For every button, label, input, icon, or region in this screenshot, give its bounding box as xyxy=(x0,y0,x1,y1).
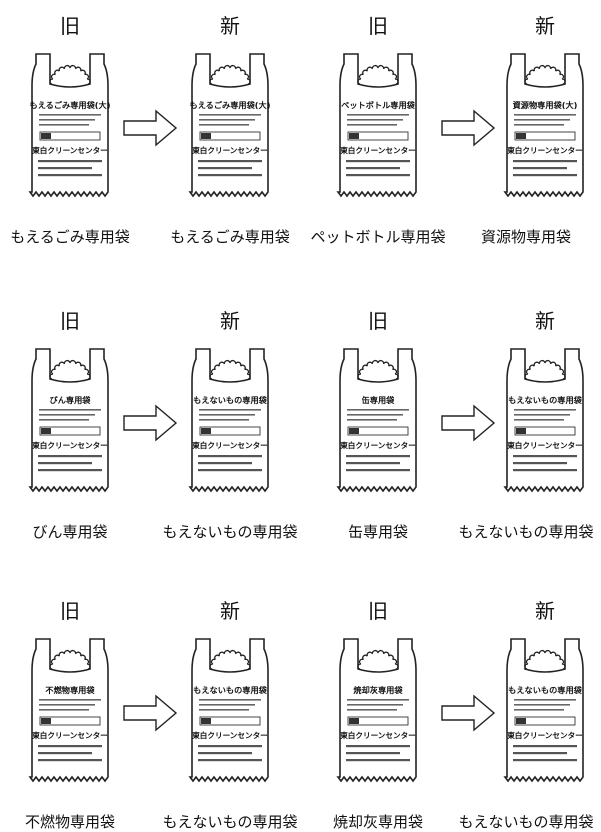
bag-center-name: 東白クリーンセンター xyxy=(192,145,268,155)
bag-title: もえないもの専用袋 xyxy=(193,395,268,405)
bag-center-name: 東白クリーンセンター xyxy=(507,145,583,155)
bag-title: もえるごみ専用袋(大) xyxy=(190,100,271,110)
new-bag-illustration: 資源物専用袋(大) 東白クリーンセンター xyxy=(503,53,584,198)
old-header: 旧 xyxy=(368,599,388,623)
bag-center-name: 東白クリーンセンター xyxy=(32,440,108,450)
bag-handle-cutout xyxy=(49,649,91,670)
new-bag-caption: もえないもの専用袋 xyxy=(162,523,298,541)
right-arrow-icon xyxy=(123,694,178,732)
old-header: 旧 xyxy=(60,309,80,333)
right-arrow-icon xyxy=(441,404,496,442)
bag-handle-cutout xyxy=(49,359,91,380)
bag-center-name: 東白クリーンセンター xyxy=(340,145,416,155)
bag-title: 缶専用袋 xyxy=(362,395,396,405)
new-bag-caption: もえないもの専用袋 xyxy=(162,813,298,831)
bag-center-name: 東白クリーンセンター xyxy=(507,440,583,450)
bag-center-name: 東白クリーンセンター xyxy=(507,730,583,740)
bag-title: もえるごみ専用袋(大) xyxy=(30,100,111,110)
bag-title: もえないもの専用袋 xyxy=(508,395,583,405)
bag-center-name: 東白クリーンセンター xyxy=(340,730,416,740)
old-bag-caption: 焼却灰専用袋 xyxy=(332,813,423,831)
bag-center-name: 東白クリーンセンター xyxy=(192,440,268,450)
new-bag-caption: もえないもの専用袋 xyxy=(458,523,594,541)
old-header: 旧 xyxy=(60,599,80,623)
new-bag-caption: もえないもの専用袋 xyxy=(458,813,594,831)
bag-title: 焼却灰専用袋 xyxy=(352,685,403,695)
bag-handle-cutout xyxy=(357,359,399,380)
bag-handle-cutout xyxy=(209,649,251,670)
new-header: 新 xyxy=(535,309,555,333)
old-bag-caption: もえるごみ専用袋 xyxy=(10,228,130,246)
new-header: 新 xyxy=(220,14,240,38)
right-arrow-icon xyxy=(123,109,178,147)
bag-handle-cutout xyxy=(209,64,251,85)
right-arrow-icon xyxy=(441,109,496,147)
bag-title: 不燃物専用袋 xyxy=(45,685,95,695)
right-arrow-icon xyxy=(123,404,178,442)
bag-center-name: 東白クリーンセンター xyxy=(32,145,108,155)
new-header: 新 xyxy=(220,309,240,333)
new-bag-caption: もえるごみ専用袋 xyxy=(170,228,290,246)
bag-handle-cutout xyxy=(357,64,399,85)
bag-title: 資源物専用袋(大) xyxy=(512,100,578,110)
old-bag-caption: ペットボトル専用袋 xyxy=(310,228,446,246)
right-arrow-icon xyxy=(441,694,496,732)
bag-handle-cutout xyxy=(524,649,566,670)
bag-handle-cutout xyxy=(524,64,566,85)
old-header: 旧 xyxy=(60,14,80,38)
bag-handle-cutout xyxy=(524,359,566,380)
new-bag-illustration: もえるごみ専用袋(大) 東白クリーンセンター xyxy=(188,53,271,198)
old-header: 旧 xyxy=(368,14,388,38)
new-header: 新 xyxy=(535,14,555,38)
bag-handle-cutout xyxy=(49,64,91,85)
bag-title: ペットボトル専用袋 xyxy=(341,100,416,110)
old-header: 旧 xyxy=(368,309,388,333)
bag-handle-cutout xyxy=(209,359,251,380)
bag-handle-cutout xyxy=(357,649,399,670)
new-header: 新 xyxy=(220,599,240,623)
bag-title: もえないもの専用袋 xyxy=(193,685,268,695)
bag-title: もえないもの専用袋 xyxy=(508,685,583,695)
bag-center-name: 東白クリーンセンター xyxy=(192,730,268,740)
old-bag-caption: 不燃物専用袋 xyxy=(24,813,115,831)
bag-center-name: 東白クリーンセンター xyxy=(32,730,108,740)
old-bag-illustration: もえるごみ専用袋(大) 東白クリーンセンター xyxy=(28,53,111,198)
old-bag-caption: びん専用袋 xyxy=(32,523,108,541)
bag-title: びん専用袋 xyxy=(50,395,92,405)
new-header: 新 xyxy=(535,599,555,623)
new-bag-caption: 資源物専用袋 xyxy=(480,228,571,246)
bag-center-name: 東白クリーンセンター xyxy=(340,440,416,450)
old-bag-caption: 缶専用袋 xyxy=(347,523,408,541)
